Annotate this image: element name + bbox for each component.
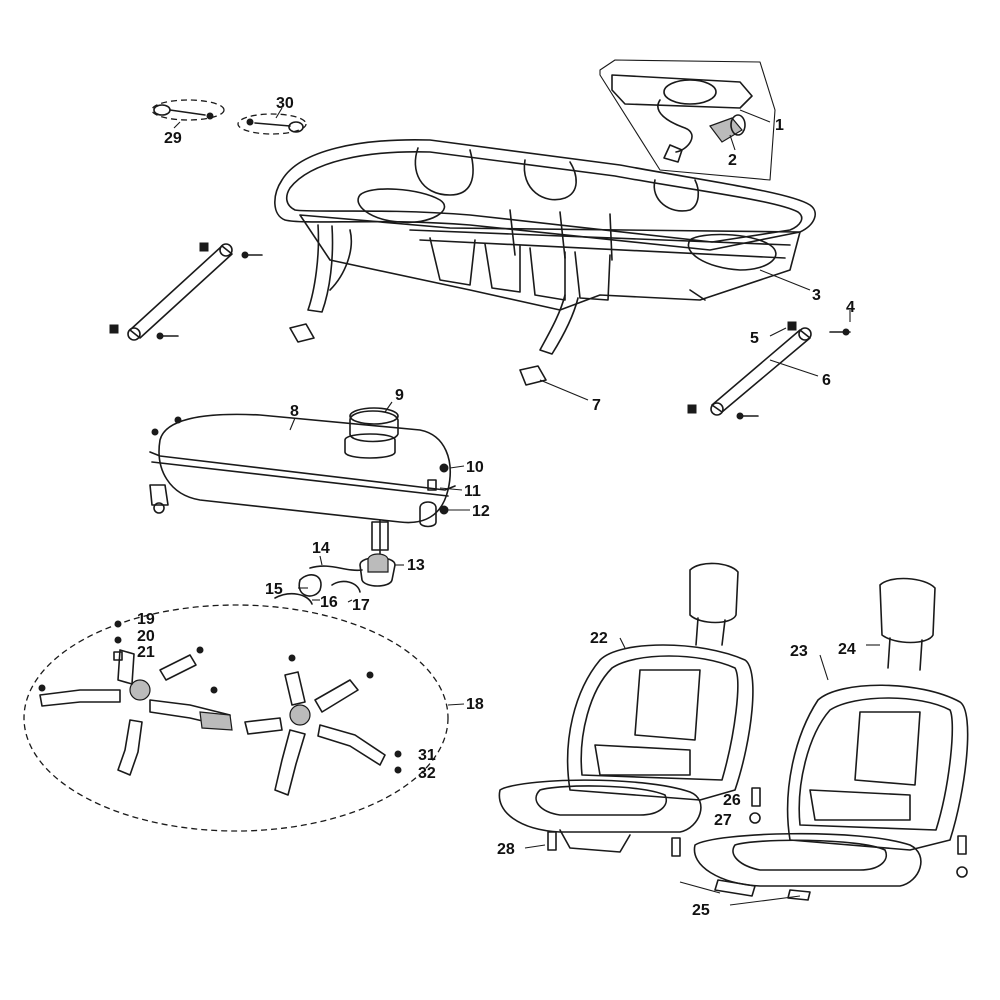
callout-22: 22 xyxy=(590,630,608,647)
hose-clamp-17 xyxy=(331,580,361,593)
callout-31: 31 xyxy=(418,747,436,764)
callout-1: 1 xyxy=(775,117,784,134)
fuel-tank xyxy=(149,407,456,556)
callout-32: 32 xyxy=(418,765,436,782)
callout-15: 15 xyxy=(265,581,283,598)
callout-28: 28 xyxy=(497,841,515,858)
pin-assembly-30 xyxy=(237,113,307,135)
brace-rod-right xyxy=(687,321,851,420)
fuel-hose xyxy=(309,565,363,572)
light-bracket-assembly xyxy=(599,59,776,181)
callout-25: 25 xyxy=(692,902,710,919)
callout-7: 7 xyxy=(592,397,601,414)
callout-12: 12 xyxy=(472,503,490,520)
seat-right xyxy=(693,577,969,887)
brace-rod-left xyxy=(109,242,263,341)
callout-8: 8 xyxy=(290,403,299,420)
seat-left xyxy=(498,562,754,853)
callout-2: 2 xyxy=(728,152,737,169)
callout-11: 11 xyxy=(464,483,481,500)
callout-18: 18 xyxy=(466,696,484,713)
callout-14: 14 xyxy=(312,540,330,557)
callout-19: 19 xyxy=(137,611,155,628)
callout-23: 23 xyxy=(790,643,808,660)
callout-24: 24 xyxy=(838,641,856,658)
washer-seat-right xyxy=(956,866,968,878)
callout-30: 30 xyxy=(276,95,294,112)
rack-foot xyxy=(519,365,547,386)
hose-clamp-15 xyxy=(298,574,322,597)
slide-rail-25 xyxy=(714,879,756,897)
callout-16: 16 xyxy=(320,594,338,611)
slide-rail-25b xyxy=(787,889,811,901)
callout-6: 6 xyxy=(822,372,831,389)
callout-21: 21 xyxy=(137,644,155,661)
bolt-26 xyxy=(751,787,761,807)
callout-27: 27 xyxy=(714,812,732,829)
callout-9: 9 xyxy=(395,387,404,404)
callout-5: 5 xyxy=(750,330,759,347)
hose-clamp-16 xyxy=(274,592,313,605)
rack-foot xyxy=(289,323,315,343)
callout-10: 10 xyxy=(466,459,484,476)
callout-labels: 1 2 3 4 5 6 7 8 9 10 11 12 13 14 15 16 1… xyxy=(137,95,856,919)
leader-lines xyxy=(173,107,880,906)
pin-assembly-29 xyxy=(151,99,225,121)
washer-11 xyxy=(427,479,437,491)
washer-27 xyxy=(749,812,761,824)
callout-20: 20 xyxy=(137,628,155,645)
bolt-28 xyxy=(547,831,557,851)
seat-bracket-kit xyxy=(23,604,449,832)
callout-17: 17 xyxy=(352,597,370,614)
fuel-valve xyxy=(359,553,396,587)
callout-3: 3 xyxy=(812,287,821,304)
bolt-seat-left xyxy=(671,837,681,857)
callout-29: 29 xyxy=(164,130,182,147)
cargo-rack xyxy=(274,138,816,355)
bolt-10 xyxy=(439,463,449,473)
callout-4: 4 xyxy=(846,299,855,316)
callout-26: 26 xyxy=(723,792,741,809)
callout-13: 13 xyxy=(407,557,425,574)
bolt-seat-right xyxy=(957,835,967,855)
